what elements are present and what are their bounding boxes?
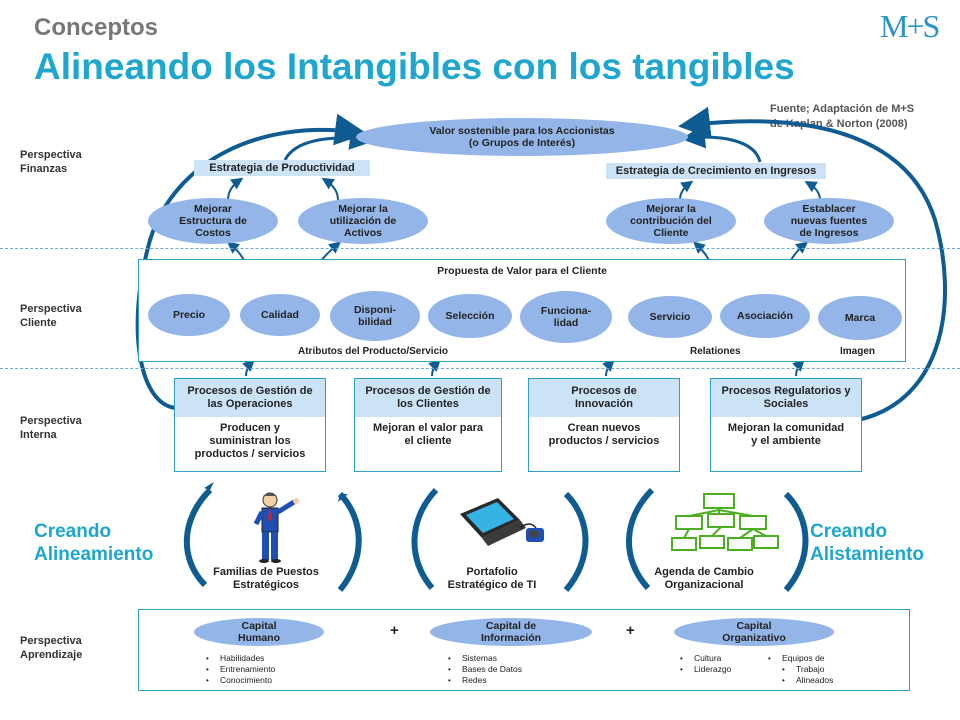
list-item: Conocimiento: [206, 675, 275, 686]
org-bullets-a: Cultura Liderazgo: [680, 653, 731, 675]
list-item: Equipos de: [768, 653, 833, 664]
list-item: Habilidades: [206, 653, 275, 664]
propuesta-valor-title: Propuesta de Valor para el Cliente: [437, 265, 607, 277]
list-item: Cultura: [680, 653, 731, 664]
servicio-ellipse: Servicio: [628, 296, 712, 338]
list-item: Entrenamiento: [206, 664, 275, 675]
perspective-cliente: Perspectiva Cliente: [20, 303, 82, 329]
relationes-label: Relationes: [690, 346, 741, 357]
source-note: Fuente; Adaptación de M+S de Kaplan & No…: [770, 102, 914, 132]
source-line-1: Fuente; Adaptación de M+S: [770, 103, 915, 115]
estrategia-productividad-bar: Estrategia de Productividad: [194, 160, 370, 176]
disponibilidad-ellipse: Disponi-bilidad: [330, 291, 420, 341]
atributos-label: Atributos del Producto/Servicio: [298, 346, 449, 357]
separator-line: [0, 368, 960, 369]
seleccion-ellipse: Selección: [428, 294, 512, 338]
imagen-label: Imagen: [840, 346, 876, 357]
valor-sostenible-ellipse: Valor sostenible para los Accionistas(o …: [356, 118, 688, 156]
page-title: Alineando los Intangibles con los tangib…: [34, 46, 795, 87]
source-line-2: de Kaplan & Norton (2008): [770, 118, 908, 130]
org-chart-icon: [671, 493, 779, 551]
perspective-aprendizaje: Perspectiva Aprendizaje: [20, 635, 83, 661]
person-icon: [253, 492, 299, 563]
humano-bullets: Habilidades Entrenamiento Conocimiento: [206, 653, 275, 686]
computer-icon: [460, 498, 544, 546]
list-item: Redes: [448, 675, 522, 686]
list-item-cont: Alineados: [768, 675, 833, 686]
list-item-cont: Trabajo: [768, 664, 833, 675]
list-item: Bases de Datos: [448, 664, 522, 675]
marca-ellipse: Marca: [818, 296, 902, 340]
perspective-interna: Perspectiva Interna: [20, 415, 82, 441]
list-item: Sistemas: [448, 653, 522, 664]
logo: M+S: [880, 8, 940, 44]
list-item: Liderazgo: [680, 664, 731, 675]
page-subtitle: Conceptos: [34, 14, 159, 41]
separator-line: [0, 248, 960, 249]
plus-sign: +: [390, 622, 399, 639]
precio-ellipse: Precio: [148, 294, 230, 336]
asociacion-ellipse: Asociación: [720, 294, 810, 338]
org-bullets-b: Equipos de Trabajo Alineados: [768, 653, 833, 686]
plus-sign: +: [626, 622, 635, 639]
perspective-finanzas: Perspectiva Finanzas: [20, 149, 82, 175]
estrategia-crecimiento-bar: Estrategia de Crecimiento en Ingresos: [606, 163, 826, 179]
info-bullets: Sistemas Bases de Datos Redes: [448, 653, 522, 686]
calidad-ellipse: Calidad: [240, 294, 320, 336]
funcionalidad-ellipse: Funciona-lidad: [520, 291, 612, 343]
